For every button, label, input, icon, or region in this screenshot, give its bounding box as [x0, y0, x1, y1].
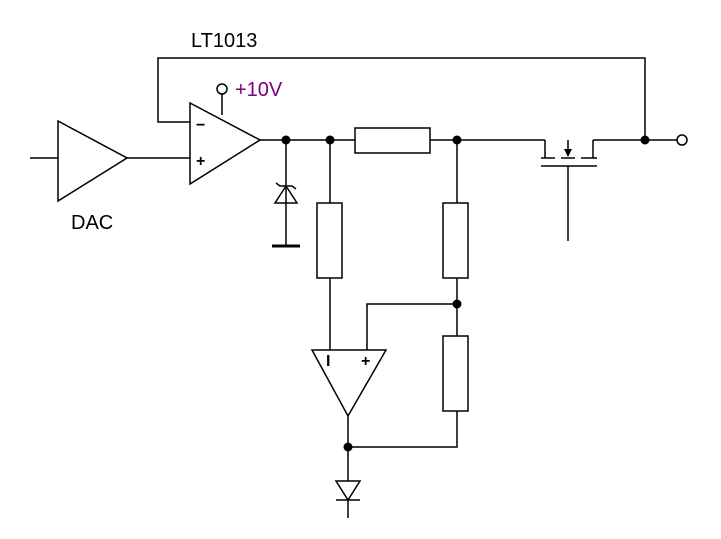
dac-label: DAC — [71, 212, 113, 234]
comparator-opamp-symbol — [310, 349, 388, 418]
supply-voltage-label: +10V — [235, 79, 283, 101]
feedback-wire — [157, 57, 646, 140]
comparator-noninverting-sign: + — [361, 353, 370, 370]
bottom-diode-symbol — [334, 480, 362, 502]
main-opamp-noninverting-sign: + — [196, 153, 205, 170]
series-resistor — [354, 127, 431, 154]
opamp-part-label: LT1013 — [191, 30, 257, 52]
comparator-inverting-sign: I — [326, 353, 330, 370]
output-terminal — [676, 134, 688, 146]
junction-dot-comparator-out — [343, 442, 353, 452]
divider-upper-resistor — [442, 202, 469, 279]
main-opamp-symbol — [189, 101, 262, 186]
left-vertical-resistor — [316, 202, 343, 279]
supply-terminal — [216, 83, 228, 95]
tap-to-comparator-wire — [366, 303, 457, 350]
dac-buffer-symbol — [57, 119, 129, 203]
zener-diode-symbol — [273, 184, 299, 204]
junction-dot-output — [640, 135, 650, 145]
main-opamp-inverting-sign: − — [196, 117, 205, 134]
divider-wire-bottom — [348, 411, 458, 448]
mosfet-body-arrow — [564, 149, 572, 157]
divider-lower-resistor — [442, 335, 469, 412]
